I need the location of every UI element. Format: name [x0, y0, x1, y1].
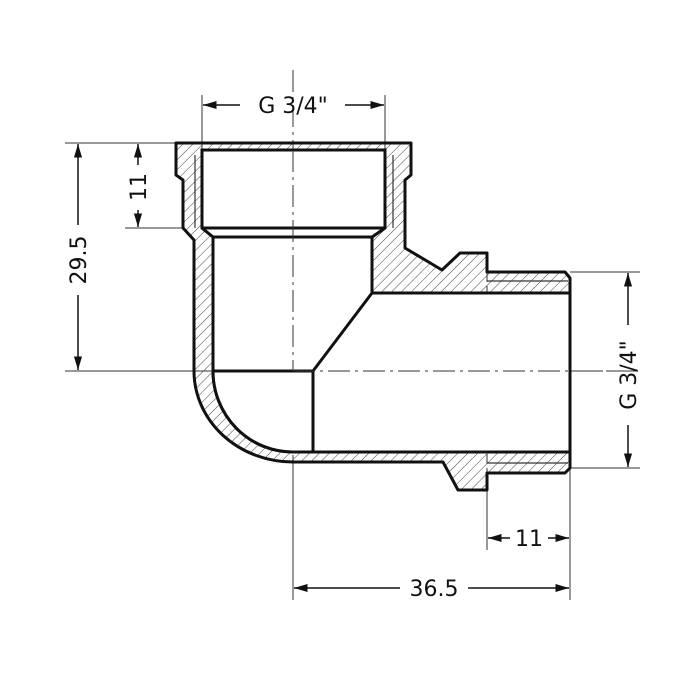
extension-lines: [65, 95, 640, 600]
dim-side-thread-length: 11: [515, 527, 543, 552]
dim-length: 36.5: [410, 577, 459, 602]
dimension-lines: [73, 100, 633, 593]
bore-cavity: [200, 148, 572, 454]
dim-top-thread: G 3/4": [258, 94, 328, 119]
dim-top-thread-depth: 11: [127, 173, 152, 201]
dim-height: 29.5: [67, 236, 92, 285]
thread-lines: [194, 155, 568, 464]
dim-side-thread: G 3/4": [617, 340, 642, 410]
